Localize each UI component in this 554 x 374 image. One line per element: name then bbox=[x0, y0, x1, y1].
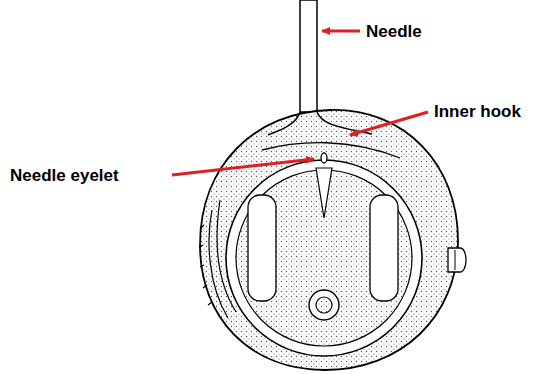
slot bbox=[248, 195, 276, 301]
part-label: Inner hook bbox=[434, 103, 521, 120]
part-label: Needle eyelet bbox=[10, 167, 119, 184]
centre-post bbox=[309, 290, 339, 320]
centre-post bbox=[316, 297, 332, 313]
hook-body bbox=[200, 110, 458, 370]
inner-race bbox=[226, 160, 422, 356]
needle-notch bbox=[316, 168, 332, 218]
inner-hook-point bbox=[262, 143, 400, 158]
pointer-arrow bbox=[172, 31, 428, 175]
needle-eyelet bbox=[321, 153, 327, 163]
latch-knob bbox=[448, 248, 466, 272]
needle bbox=[300, 0, 317, 112]
slot bbox=[370, 195, 398, 301]
part-label: Needle bbox=[366, 23, 422, 40]
